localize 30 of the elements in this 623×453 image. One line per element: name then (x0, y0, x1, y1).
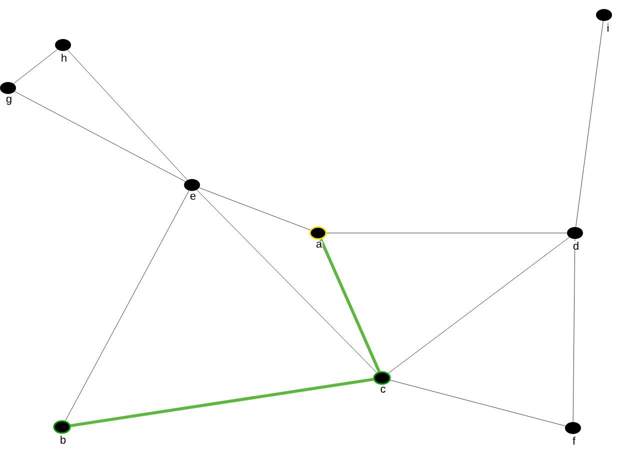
graph-edge (572, 239, 576, 422)
vertex-label: d (573, 242, 578, 250)
vertex-label: c (380, 386, 386, 393)
graph-edge (319, 238, 381, 372)
graph-edge (199, 188, 310, 230)
graph-edge (388, 237, 570, 374)
vertex-dot (567, 227, 583, 239)
graph-edge (68, 50, 188, 180)
vertex-dot (565, 422, 581, 434)
vertex-label: g (6, 96, 12, 105)
vertex-label: e (190, 194, 196, 200)
graph-edge (70, 378, 374, 428)
vertex-dot (53, 420, 71, 434)
vertex-label: f (572, 436, 576, 445)
graph-edge (14, 49, 58, 84)
vertex-label: h (62, 54, 66, 62)
vertex-dot (373, 371, 391, 385)
graph-edge (576, 20, 604, 228)
vertex-dot (0, 82, 16, 94)
vertex-dot (596, 9, 612, 21)
graph-edge (390, 380, 566, 426)
vertex-label: b (60, 436, 66, 444)
vertex-label: a (316, 242, 322, 248)
graph-edge (14, 91, 186, 182)
vertex-dot (309, 226, 327, 240)
graph-edge (326, 232, 567, 234)
graph-edge (196, 190, 377, 373)
vertex-dot (184, 179, 200, 191)
graph-edge (65, 190, 190, 421)
vertex-dot (55, 39, 71, 51)
